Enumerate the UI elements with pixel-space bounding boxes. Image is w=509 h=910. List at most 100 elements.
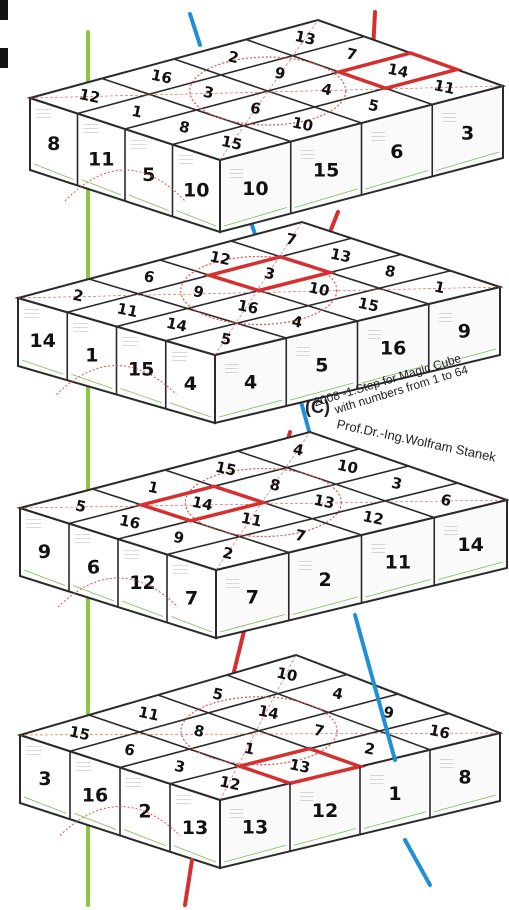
side-cell-note: ~~~~~~~~~	[230, 808, 244, 811]
side-cell-note: ~~~~~~~~~	[299, 561, 313, 564]
side-cell-number: 5	[315, 355, 328, 377]
cube-layer-2: 7126213391181016141154514~~~~~~~~~~~~~~~…	[18, 222, 500, 423]
front-cell-note: ~~~~~~~~~~	[131, 143, 147, 146]
front-cell-number: 16	[82, 784, 108, 806]
side-cell-note: ~~~~~~~~~	[230, 812, 244, 815]
front-cell-note: ~~~~~~~~~~	[75, 538, 91, 541]
front-cell-note: ~~~~~~~~~~	[176, 794, 192, 797]
side-cell-number: 10	[242, 178, 268, 200]
side-cell-note: ~~~~~~~~~	[299, 565, 313, 568]
front-cell-note: ~~~~~~~~~~	[36, 116, 52, 119]
side-cell-note: ~~~~~~~~~	[442, 121, 456, 124]
side-cell-note: ~~~~~~~~~	[372, 547, 386, 550]
front-cell-note: ~~~~~~~~~~	[36, 112, 52, 115]
side-cell-note: ~~~~~~~~~	[300, 795, 314, 798]
side-cell-note: ~~~~~~~~~	[368, 333, 382, 336]
connector-line	[190, 14, 200, 45]
front-cell-note: ~~~~~~~~~~	[126, 778, 142, 781]
side-cell-note: ~~~~~~~~~	[226, 586, 240, 589]
side-cell-note: ~~~~~~~~~	[296, 350, 310, 353]
front-cell-note: ~~~~~~~~~~	[179, 163, 195, 166]
front-cell-note: ~~~~~~~~~~	[126, 786, 142, 789]
front-cell-number: 7	[185, 587, 198, 609]
front-cell-note: ~~~~~~~~~~	[73, 330, 89, 333]
front-cell-note: ~~~~~~~~~~	[124, 557, 140, 560]
front-cell-note: ~~~~~~~~~~	[75, 542, 91, 545]
side-cell-note: ~~~~~~~~~	[230, 172, 244, 175]
front-cell-note: ~~~~~~~~~~	[26, 749, 42, 752]
front-cell-note: ~~~~~~~~~~	[24, 312, 40, 315]
side-cell-number: 6	[390, 141, 403, 163]
side-cell-number: 16	[380, 338, 406, 360]
front-cell-note: ~~~~~~~~~~	[73, 326, 89, 329]
front-cell-note: ~~~~~~~~~~	[172, 355, 188, 358]
side-cell-note: ~~~~~~~~~	[372, 135, 386, 138]
front-cell-number: 6	[87, 556, 100, 578]
front-cell-note: ~~~~~~~~~~	[26, 522, 42, 525]
side-cell-number: 7	[246, 586, 259, 608]
side-cell-note: ~~~~~~~~~	[230, 816, 244, 819]
side-cell-note: ~~~~~~~~~	[301, 158, 315, 161]
side-cell-number: 1	[388, 783, 401, 805]
front-cell-note: ~~~~~~~~~~	[179, 155, 195, 158]
side-cell-number: 12	[312, 800, 338, 822]
side-cell-note: ~~~~~~~~~	[296, 346, 310, 349]
front-cell-number: 14	[29, 330, 55, 352]
side-cell-note: ~~~~~~~~~	[439, 312, 453, 315]
front-cell-note: ~~~~~~~~~~	[26, 745, 42, 748]
front-cell-note: ~~~~~~~~~~	[123, 337, 139, 340]
side-cell-note: ~~~~~~~~~	[368, 329, 382, 332]
side-cell-number: 14	[457, 534, 483, 556]
side-cell-note: ~~~~~~~~~	[372, 543, 386, 546]
front-cell-note: ~~~~~~~~~~	[131, 147, 147, 150]
side-cell-note: ~~~~~~~~~	[440, 762, 454, 765]
front-cell-note: ~~~~~~~~~~	[131, 139, 147, 142]
side-cell-note: ~~~~~~~~~	[372, 131, 386, 134]
side-cell-note: ~~~~~~~~~	[370, 779, 384, 782]
side-cell-note: ~~~~~~~~~	[300, 791, 314, 794]
side-cell-note: ~~~~~~~~~	[370, 775, 384, 778]
side-cell-note: ~~~~~~~~~	[226, 578, 240, 581]
side-cell-note: ~~~~~~~~~	[300, 799, 314, 802]
front-cell-note: ~~~~~~~~~~	[84, 124, 100, 127]
side-cell-number: 15	[313, 159, 339, 181]
front-cell-note: ~~~~~~~~~~	[26, 518, 42, 521]
front-cell-note: ~~~~~~~~~~	[173, 573, 189, 576]
side-cell-note: ~~~~~~~~~	[442, 113, 456, 116]
side-cell-note: ~~~~~~~~~	[439, 316, 453, 319]
side-cell-note: ~~~~~~~~~	[301, 154, 315, 157]
caption-copyright: (C)	[305, 397, 330, 417]
front-cell-note: ~~~~~~~~~~	[179, 159, 195, 162]
side-cell-note: ~~~~~~~~~	[225, 367, 239, 370]
side-cell-note: ~~~~~~~~~	[296, 354, 310, 357]
cube-layer-3: 415151081416313119612729~~~~~~~~~~~~~~~~…	[20, 432, 507, 638]
front-cell-note: ~~~~~~~~~~	[76, 765, 92, 768]
front-cell-number: 11	[88, 148, 114, 170]
front-cell-number: 3	[38, 768, 51, 790]
front-cell-note: ~~~~~~~~~~	[124, 553, 140, 556]
front-cell-note: ~~~~~~~~~~	[36, 108, 52, 111]
cube-layer-4: 105111541486971316213123~~~~~~~~~~~~~~~~…	[20, 655, 500, 868]
front-cell-number: 4	[184, 373, 197, 395]
connector-line	[185, 860, 192, 905]
side-cell-number: 3	[461, 122, 474, 144]
front-cell-number: 9	[38, 541, 51, 563]
side-cell-number: 4	[244, 372, 257, 394]
front-cell-note: ~~~~~~~~~~	[172, 359, 188, 362]
side-cell-number: 8	[458, 766, 471, 788]
front-cell-note: ~~~~~~~~~~	[123, 341, 139, 344]
front-cell-number: 1	[85, 344, 98, 366]
connector-line	[405, 840, 430, 885]
front-cell-note: ~~~~~~~~~~	[26, 753, 42, 756]
side-cell-number: 11	[385, 551, 411, 573]
front-cell-note: ~~~~~~~~~~	[76, 761, 92, 764]
side-cell-number: 2	[319, 569, 332, 591]
side-cell-number: 13	[242, 817, 268, 839]
front-cell-note: ~~~~~~~~~~	[84, 128, 100, 131]
front-cell-note: ~~~~~~~~~~	[176, 802, 192, 805]
front-cell-note: ~~~~~~~~~~	[84, 132, 100, 135]
front-cell-number: 8	[47, 133, 60, 155]
side-cell-note: ~~~~~~~~~	[230, 168, 244, 171]
corner-mark-bottom	[0, 48, 8, 68]
side-cell-note: ~~~~~~~~~	[444, 534, 458, 537]
